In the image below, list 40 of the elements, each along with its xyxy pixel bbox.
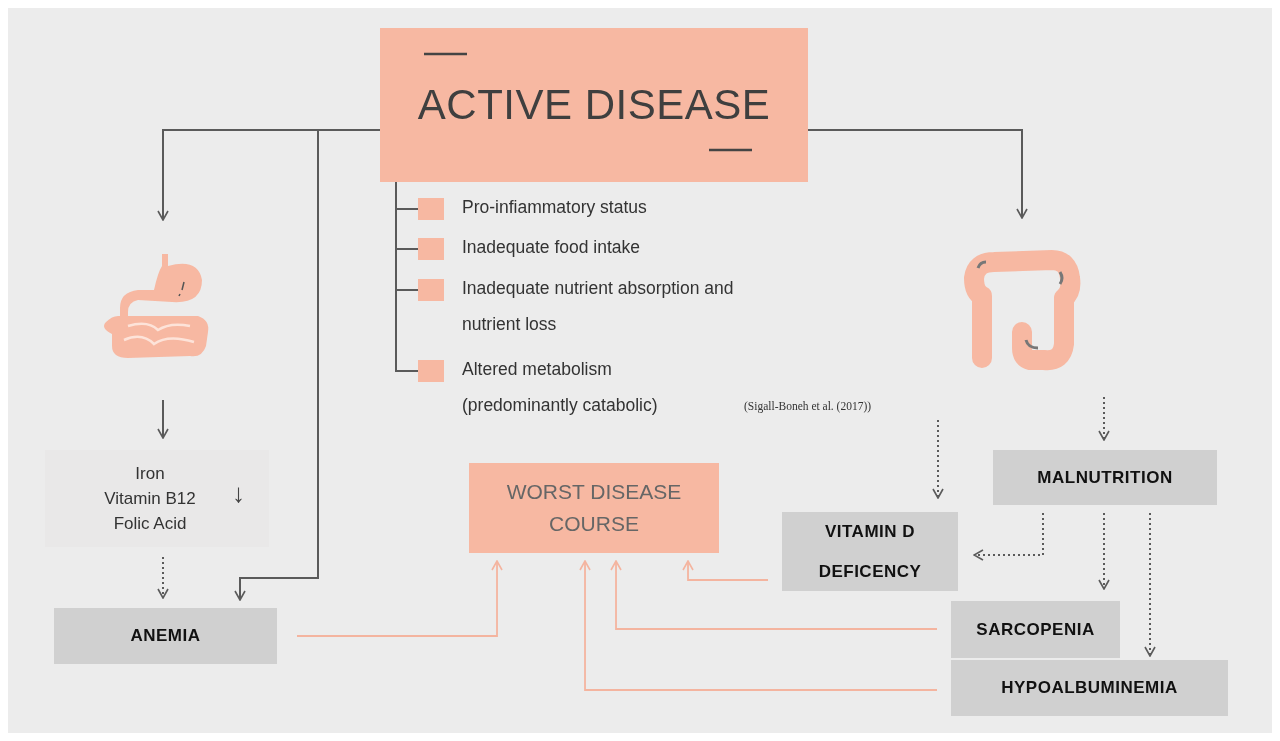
nutrient-name: Vitamin B12	[104, 488, 196, 510]
cause-text: Inadequate food intake	[462, 236, 642, 259]
arrow	[610, 560, 938, 630]
citation: (Sigall-Boneh et al. (2017))	[744, 399, 872, 415]
cause-text: Inadequate nutrient absorption and nutrient loss	[462, 277, 735, 336]
arrow	[1144, 512, 1156, 657]
outcome-box	[469, 463, 719, 553]
condition-box	[54, 608, 277, 664]
box-label: SARCOPENIA	[976, 618, 1095, 641]
arrow	[1098, 512, 1110, 590]
condition-box	[782, 512, 958, 591]
box-label: HYPOALBUMINEMIA	[1001, 677, 1178, 699]
box-label: ANEMIA	[130, 625, 201, 647]
cause-text: Pro-infiammatory status	[462, 196, 648, 219]
bullet-square	[418, 360, 444, 382]
arrow	[157, 556, 169, 599]
box-label: WORST DISEASE COURSE	[505, 479, 683, 537]
arrow	[973, 512, 1044, 561]
condition-box	[951, 660, 1228, 716]
condition-box	[951, 601, 1120, 658]
arrow	[932, 419, 944, 499]
arrow	[807, 129, 1028, 219]
arrow	[682, 560, 769, 581]
arrow	[296, 560, 503, 637]
arrow	[157, 399, 169, 439]
arrow	[1098, 396, 1110, 441]
bullet-square	[418, 238, 444, 260]
arrow	[579, 560, 938, 691]
bullet-square	[418, 198, 444, 220]
connector-line	[395, 181, 419, 372]
heading: ACTIVE DISEASE	[417, 81, 771, 129]
box-label: VITAMIN D DEFICENCY	[817, 520, 923, 583]
nutrient-name: Folic Acid	[113, 513, 187, 535]
title-box	[380, 28, 808, 182]
condition-box	[993, 450, 1217, 505]
decrease-arrow: ↓	[232, 478, 245, 508]
box-label: MALNUTRITION	[1037, 466, 1173, 489]
bullet-square	[418, 279, 444, 301]
cause-text: Altered metabolism (predominantly catabolic)	[462, 358, 659, 417]
nutrient-name: Iron	[135, 463, 165, 485]
